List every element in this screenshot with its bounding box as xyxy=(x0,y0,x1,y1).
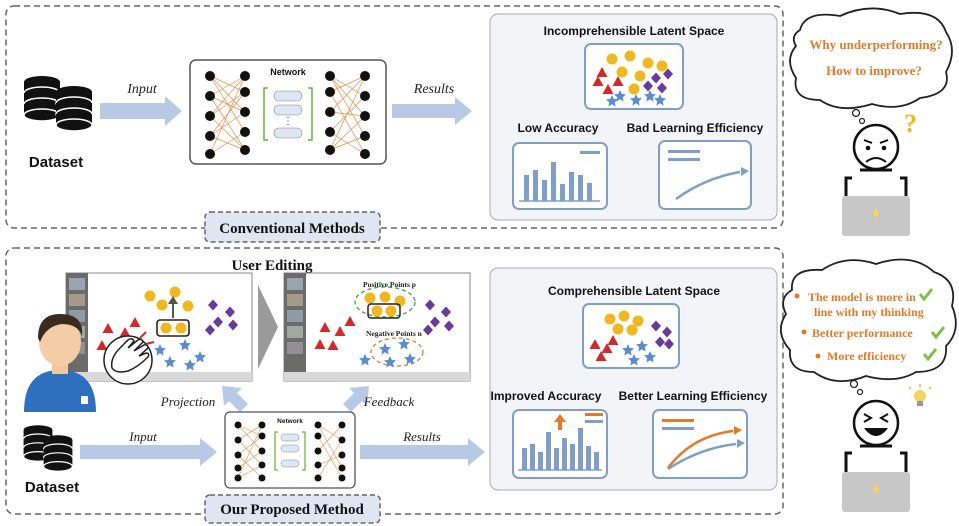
lightbulb-icon xyxy=(908,384,932,406)
thought-item-3: More efficiency xyxy=(827,349,906,363)
thought-cloud-top xyxy=(789,7,953,125)
thought-item-1-line2: line with my thinking xyxy=(814,305,924,319)
network-box-bottom xyxy=(224,411,356,489)
projection-arrow xyxy=(222,386,248,412)
results-arrow-top xyxy=(392,97,472,125)
positive-points-label: Positive Points p xyxy=(363,280,416,289)
latent-space-plot-bottom xyxy=(582,303,680,369)
thought-line-1: Why underperforming? xyxy=(809,37,942,52)
network-box-top: ⋮ xyxy=(189,59,387,165)
editing-screen-after xyxy=(283,272,471,382)
latent-space-title-bottom: Comprehensible Latent Space xyxy=(548,284,720,298)
latent-space-title-top: Incomprehensible Latent Space xyxy=(544,24,725,38)
results-label-bottom: Results xyxy=(402,429,441,444)
input-label-top: Input xyxy=(126,82,158,97)
user-avatar xyxy=(24,314,96,412)
efficiency-chart-top xyxy=(658,140,752,210)
latent-space-plot-top xyxy=(584,43,684,110)
dataset-icon-bottom xyxy=(23,424,74,472)
dataset-label-top: Dataset xyxy=(29,154,83,171)
editing-screen-before xyxy=(65,272,253,382)
efficiency-chart-bottom xyxy=(652,409,748,479)
input-label-bottom: Input xyxy=(128,429,157,444)
network-label-top: Network xyxy=(270,67,307,77)
efficiency-title-bottom: Better Learning Efficiency xyxy=(619,389,768,403)
input-arrow-top xyxy=(100,96,182,126)
dataset-label-bottom: Dataset xyxy=(25,479,79,496)
feedback-label: Feedback xyxy=(363,394,415,409)
hand-pointer-icon xyxy=(103,331,155,385)
conventional-section-frame xyxy=(5,5,784,229)
accuracy-title-bottom: Improved Accuracy xyxy=(491,389,602,403)
accuracy-chart-bottom xyxy=(512,409,608,479)
results-label-top: Results xyxy=(413,82,455,97)
input-arrow-bottom xyxy=(80,438,217,466)
accuracy-chart-top xyxy=(512,142,608,210)
sad-user-figure: ? xyxy=(842,109,917,236)
projection-label: Projection xyxy=(160,394,215,409)
user-editing-label: User Editing xyxy=(232,258,313,274)
feedback-arrow xyxy=(343,386,369,412)
thought-line-2: How to improve? xyxy=(826,63,922,78)
transition-chevron xyxy=(258,285,278,369)
happy-user-figure xyxy=(842,384,932,512)
svg-text:⋮: ⋮ xyxy=(283,116,293,127)
results-arrow-bottom xyxy=(360,438,485,466)
conventional-methods-label: Conventional Methods xyxy=(219,221,365,237)
network-label-bottom: Network xyxy=(277,418,303,425)
proposed-method-label: Our Proposed Method xyxy=(220,502,364,518)
svg-text:?: ? xyxy=(904,109,917,138)
thought-cloud-bottom xyxy=(780,258,957,396)
proposed-section-frame xyxy=(5,247,784,515)
conventional-methods-badge: Conventional Methods xyxy=(204,211,381,243)
efficiency-title-top: Bad Learning Efficiency xyxy=(627,121,764,135)
dataset-icon-top xyxy=(23,75,93,132)
proposed-method-badge: Our Proposed Method xyxy=(204,494,381,524)
accuracy-title-top: Low Accuracy xyxy=(518,121,599,135)
thought-item-1-line1: The model is more in xyxy=(808,290,916,304)
thought-item-2: Better performance xyxy=(812,326,913,340)
negative-points-label: Negative Points n xyxy=(366,329,423,338)
